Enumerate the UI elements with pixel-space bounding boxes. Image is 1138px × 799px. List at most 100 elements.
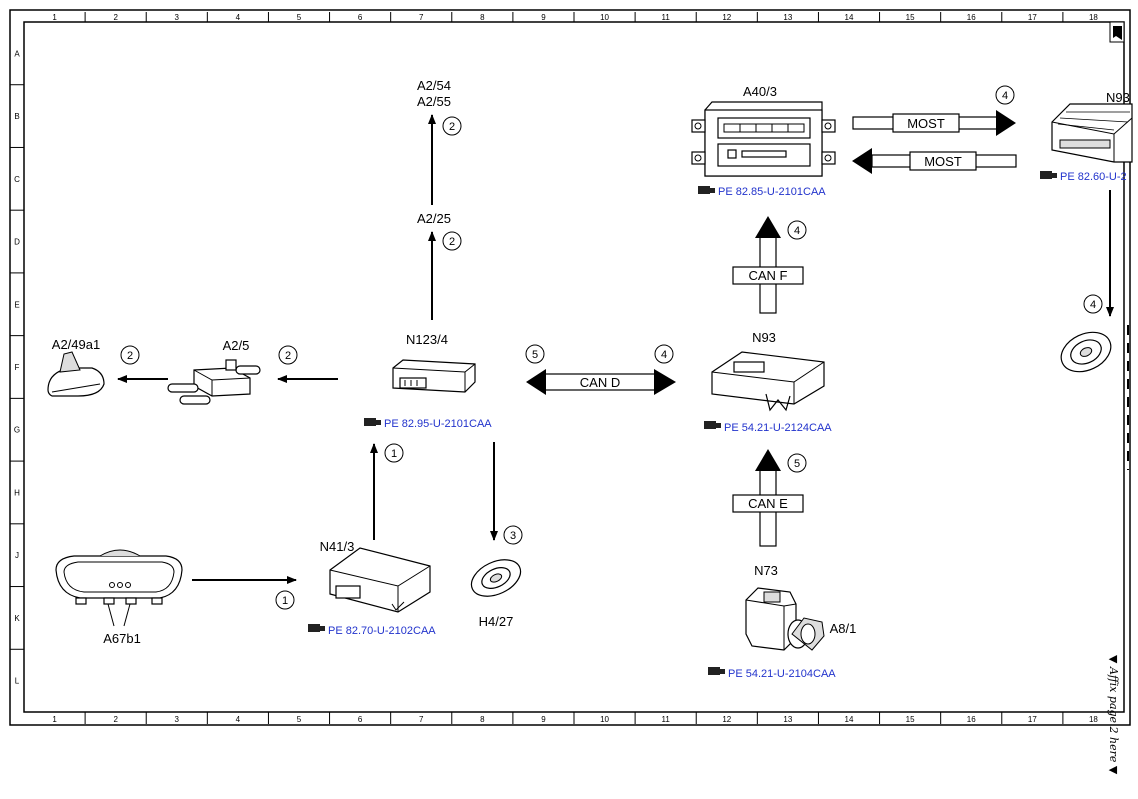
svg-text:4: 4 — [1090, 299, 1096, 311]
grid-col-top-17: 17 — [1028, 13, 1037, 22]
grid-col-bottom-12: 12 — [722, 715, 731, 724]
svg-text:4: 4 — [794, 225, 800, 237]
ref-text-n41-3[interactable]: PE 82.70-U-2102CAA — [328, 625, 436, 637]
module-n93-top-icon — [1051, 103, 1133, 163]
ref-link-n73[interactable]: PE 54.21-U-2104CAA — [708, 667, 836, 680]
svg-text:1: 1 — [391, 448, 397, 460]
label-a8-1: A8/1 — [830, 621, 857, 636]
grid-col-top-8: 8 — [480, 13, 485, 22]
grid-col-top-11: 11 — [662, 13, 671, 22]
grid-col-bottom-6: 6 — [358, 715, 363, 724]
callout-a67b1: 1 — [275, 590, 295, 610]
display-a40-3-icon — [691, 101, 836, 177]
callout-most: 4 — [995, 85, 1015, 105]
grid-row-K: K — [14, 614, 20, 623]
callout-a2-54: 2 — [442, 116, 462, 136]
ref-text-n73[interactable]: PE 54.21-U-2104CAA — [728, 668, 836, 680]
most-in-bus: MOST — [852, 148, 1017, 174]
grid-col-top-12: 12 — [722, 13, 731, 22]
grid-col-bottom-4: 4 — [236, 715, 241, 724]
label-a67b1: A67b1 — [103, 631, 141, 646]
svg-text:5: 5 — [794, 458, 800, 470]
diagram-frame — [9, 9, 1131, 726]
callout-circles: 2 2 2 2 1 1 3 5 4 4 5 4 4 — [120, 85, 1103, 610]
antenna-a2-49a1-icon — [47, 351, 105, 397]
can-d-bus: CAN D — [526, 369, 676, 395]
can-e-bus: CAN E — [732, 449, 804, 547]
ignition-switch-n73-icon — [745, 587, 809, 651]
ref-link-n93-top[interactable]: PE 82.60-U-2 — [1040, 171, 1127, 183]
ref-link-n41-3[interactable]: PE 82.70-U-2102CAA — [308, 624, 436, 637]
ref-link-n93[interactable]: PE 54.21-U-2124CAA — [704, 421, 832, 434]
most-in-label: MOST — [924, 154, 962, 169]
label-a40-3: A40/3 — [743, 84, 777, 99]
label-n93-top: N93 — [1106, 90, 1130, 105]
grid-row-L: L — [15, 677, 20, 686]
label-n73: N73 — [754, 563, 778, 578]
grid-col-top-9: 9 — [541, 13, 546, 22]
grid-col-bottom-16: 16 — [967, 715, 976, 724]
svg-text:3: 3 — [510, 530, 516, 542]
svg-text:5: 5 — [532, 349, 538, 361]
svg-text:2: 2 — [449, 236, 455, 248]
grid-col-top-13: 13 — [783, 13, 792, 22]
grid-col-bottom-1: 1 — [52, 715, 57, 724]
grid-row-G: G — [14, 426, 20, 435]
svg-text:2: 2 — [449, 121, 455, 133]
affix-page-note: ▼ Affix page 2 here ▼ — [1107, 655, 1120, 775]
svg-text:2: 2 — [285, 350, 291, 362]
page-corner-icon — [1109, 21, 1125, 43]
label-n123-4: N123/4 — [406, 332, 448, 347]
callout-a2-25: 2 — [442, 231, 462, 251]
speaker-h4-27-icon — [470, 559, 522, 597]
grid-col-bottom-15: 15 — [906, 715, 915, 724]
grid-col-top-1: 1 — [52, 13, 57, 22]
grid-col-top-6: 6 — [358, 13, 363, 22]
label-n41-3: N41/3 — [320, 539, 355, 554]
grid-labels: 1122334455667788991010111112121313141415… — [10, 12, 1098, 724]
label-h4-27: H4/27 — [479, 614, 514, 629]
splitter-a2-5-icon — [167, 359, 261, 405]
grid-col-bottom-9: 9 — [541, 715, 546, 724]
grid-col-top-15: 15 — [906, 13, 915, 22]
grid-col-top-16: 16 — [967, 13, 976, 22]
grid-col-top-5: 5 — [297, 13, 302, 22]
mirror-a67b1-icon — [55, 549, 183, 627]
ref-text-n93-top[interactable]: PE 82.60-U-2 — [1060, 171, 1127, 183]
grid-col-top-14: 14 — [845, 13, 854, 22]
ref-text-a40-3[interactable]: PE 82.85-U-2101CAA — [718, 186, 826, 198]
grid-col-bottom-2: 2 — [113, 715, 118, 724]
module-n123-4-icon — [392, 359, 476, 393]
ref-link-a40-3[interactable]: PE 82.85-U-2101CAA — [698, 186, 826, 198]
grid-row-J: J — [15, 551, 19, 560]
grid-col-top-4: 4 — [236, 13, 241, 22]
grid-col-top-18: 18 — [1089, 13, 1098, 22]
key-a8-1-icon — [791, 617, 825, 651]
callout-a2-5: 2 — [278, 345, 298, 365]
can-f-bus: CAN F — [732, 216, 804, 314]
grid-col-bottom-3: 3 — [175, 715, 180, 724]
ref-text-n123-4[interactable]: PE 82.95-U-2101CAA — [384, 418, 492, 430]
grid-col-bottom-17: 17 — [1028, 715, 1037, 724]
grid-col-bottom-5: 5 — [297, 715, 302, 724]
can-f-label: CAN F — [749, 268, 788, 283]
label-a2-55: A2/55 — [417, 94, 451, 109]
grid-row-H: H — [14, 488, 20, 497]
grid-col-bottom-7: 7 — [419, 715, 424, 724]
ref-text-n93[interactable]: PE 54.21-U-2124CAA — [724, 422, 832, 434]
label-a2-49a1: A2/49a1 — [52, 337, 100, 352]
callout-can-e: 5 — [787, 453, 807, 473]
grid-row-B: B — [14, 112, 19, 121]
grid-col-bottom-14: 14 — [845, 715, 854, 724]
most-out-label: MOST — [907, 116, 945, 131]
most-out-bus: MOST — [852, 110, 1016, 136]
grid-col-bottom-18: 18 — [1089, 715, 1098, 724]
grid-col-top-3: 3 — [175, 13, 180, 22]
speaker-right-icon — [1060, 325, 1129, 470]
ref-link-n123-4[interactable]: PE 82.95-U-2101CAA — [364, 418, 492, 430]
grid-col-top-7: 7 — [419, 13, 424, 22]
svg-text:2: 2 — [127, 350, 133, 362]
callout-h4-27: 3 — [503, 525, 523, 545]
grid-col-bottom-10: 10 — [600, 715, 609, 724]
callout-a2-49a1: 2 — [120, 345, 140, 365]
